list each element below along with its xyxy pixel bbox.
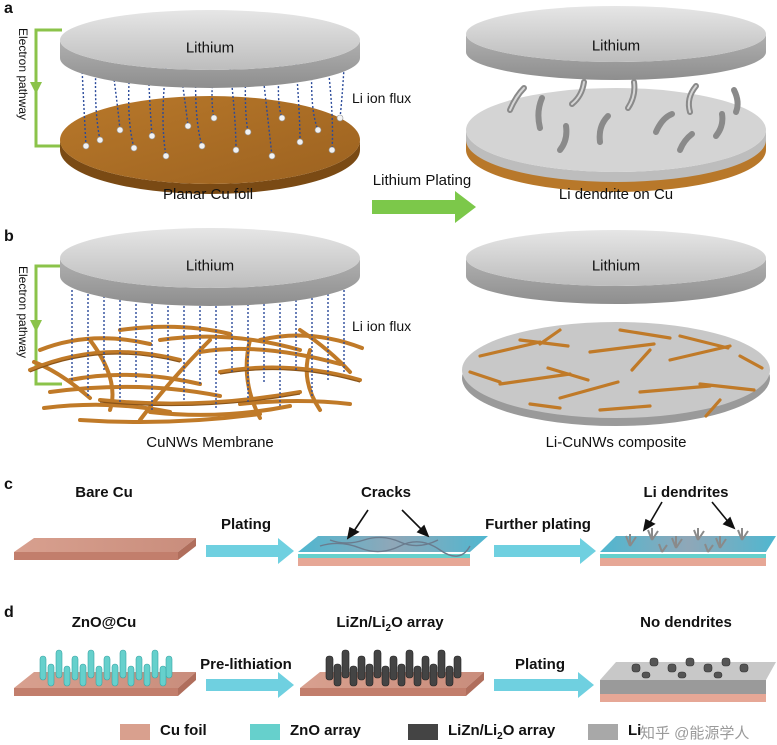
lithium-label-a-right: Lithium	[591, 37, 641, 55]
li-dendrites-label: Li dendrites	[643, 484, 729, 501]
legend-swatch-cu-foil	[120, 724, 150, 740]
dendrite-spikes-c	[625, 528, 749, 553]
legend-label-li: Li	[628, 722, 642, 739]
lithium-label-b-right: Lithium	[591, 257, 641, 275]
cunws-membrane	[28, 324, 364, 424]
lithium-disk-a-right	[466, 6, 766, 80]
legend-label-cu-foil: Cu foil	[160, 722, 207, 739]
no-dendrites-label: No dendrites	[640, 614, 732, 631]
electron-pathway-bracket	[34, 28, 62, 148]
legend-label-zno-array: ZnO array	[290, 722, 361, 739]
further-plating-label: Further plating	[485, 516, 591, 533]
legend-swatch-lizn-li2o-array	[408, 724, 438, 740]
li-dendrite-on-cu-caption: Li dendrite on Cu	[558, 186, 674, 203]
dendrite-highlights	[509, 81, 697, 113]
li-ion-flux-label-a: Li ion flux	[352, 90, 412, 106]
lithium-disk-b-right	[466, 230, 766, 304]
legend-label-lizn-li2o-array: LiZn/Li2O array	[448, 722, 556, 742]
crack-arrows	[346, 509, 430, 540]
li-ion-flux-label-b: Li ion flux	[352, 318, 412, 334]
crack-texture	[319, 536, 471, 557]
plating-label-d: Plating	[514, 656, 566, 673]
panel-label-d: d	[4, 604, 14, 621]
no-dendrites-plate	[600, 662, 776, 702]
watermark: 知乎 @能源学人	[640, 725, 750, 742]
lizn-li2o-rods	[325, 649, 462, 687]
plating-label-c: Plating	[220, 516, 272, 533]
plating-arrow-c	[206, 538, 294, 564]
bare-cu-plate	[14, 538, 196, 560]
zno-cu-label: ZnO@Cu	[71, 614, 137, 631]
lizn-li2o-array-label: LiZn/Li2O array	[336, 614, 444, 634]
li-nuclei	[82, 114, 344, 160]
electron-pathway-arrowhead	[30, 82, 42, 94]
pre-lithiation-arrow	[206, 672, 294, 698]
plating-arrow-d	[494, 672, 594, 698]
planar-cu-foil	[60, 96, 360, 194]
panel-label-c: c	[4, 476, 13, 493]
lithium-label-a-left: Lithium	[185, 39, 235, 57]
lithium-plating-label: Lithium Plating	[372, 172, 472, 189]
lithium-disk-a-left	[60, 10, 360, 88]
zno-array-rods	[39, 649, 173, 687]
pre-lithiation-label: Pre-lithiation	[200, 656, 292, 673]
li-dendrites-plate	[600, 536, 776, 566]
panel-b	[28, 228, 770, 426]
bare-cu-label: Bare Cu	[75, 484, 133, 501]
panel-label-a: a	[4, 0, 13, 17]
lithium-disk-b-left	[60, 228, 360, 306]
composite-wires	[468, 328, 764, 418]
legend-swatch-zno-array	[250, 724, 280, 740]
lithium-label-b-left: Lithium	[185, 257, 235, 275]
panel-c	[14, 501, 776, 566]
electron-pathway-arrowhead-b	[30, 320, 42, 332]
dendrite-arrows	[642, 501, 736, 532]
further-plating-arrow	[494, 538, 596, 564]
cunws-shading	[29, 353, 361, 407]
cunws-membrane-caption: CuNWs Membrane	[146, 434, 274, 451]
cracked-li-plate	[298, 536, 488, 566]
embedded-rod-tops	[631, 657, 749, 679]
legend-swatch-li	[588, 724, 618, 740]
li-cunws-composite	[462, 322, 770, 426]
panel-a	[30, 6, 766, 223]
cracks-label: Cracks	[360, 484, 412, 501]
planar-cu-foil-caption: Planar Cu foil	[162, 186, 254, 203]
lithium-plating-arrow	[372, 191, 476, 223]
li-cunws-composite-caption: Li-CuNWs composite	[545, 434, 687, 451]
electron-pathway-label-b: Electron pathway	[16, 266, 30, 359]
electron-pathway-label-a: Electron pathway	[16, 28, 30, 121]
panel-d	[14, 649, 776, 702]
li-ion-flux-lines-b	[71, 290, 345, 410]
panel-label-b: b	[4, 228, 14, 245]
